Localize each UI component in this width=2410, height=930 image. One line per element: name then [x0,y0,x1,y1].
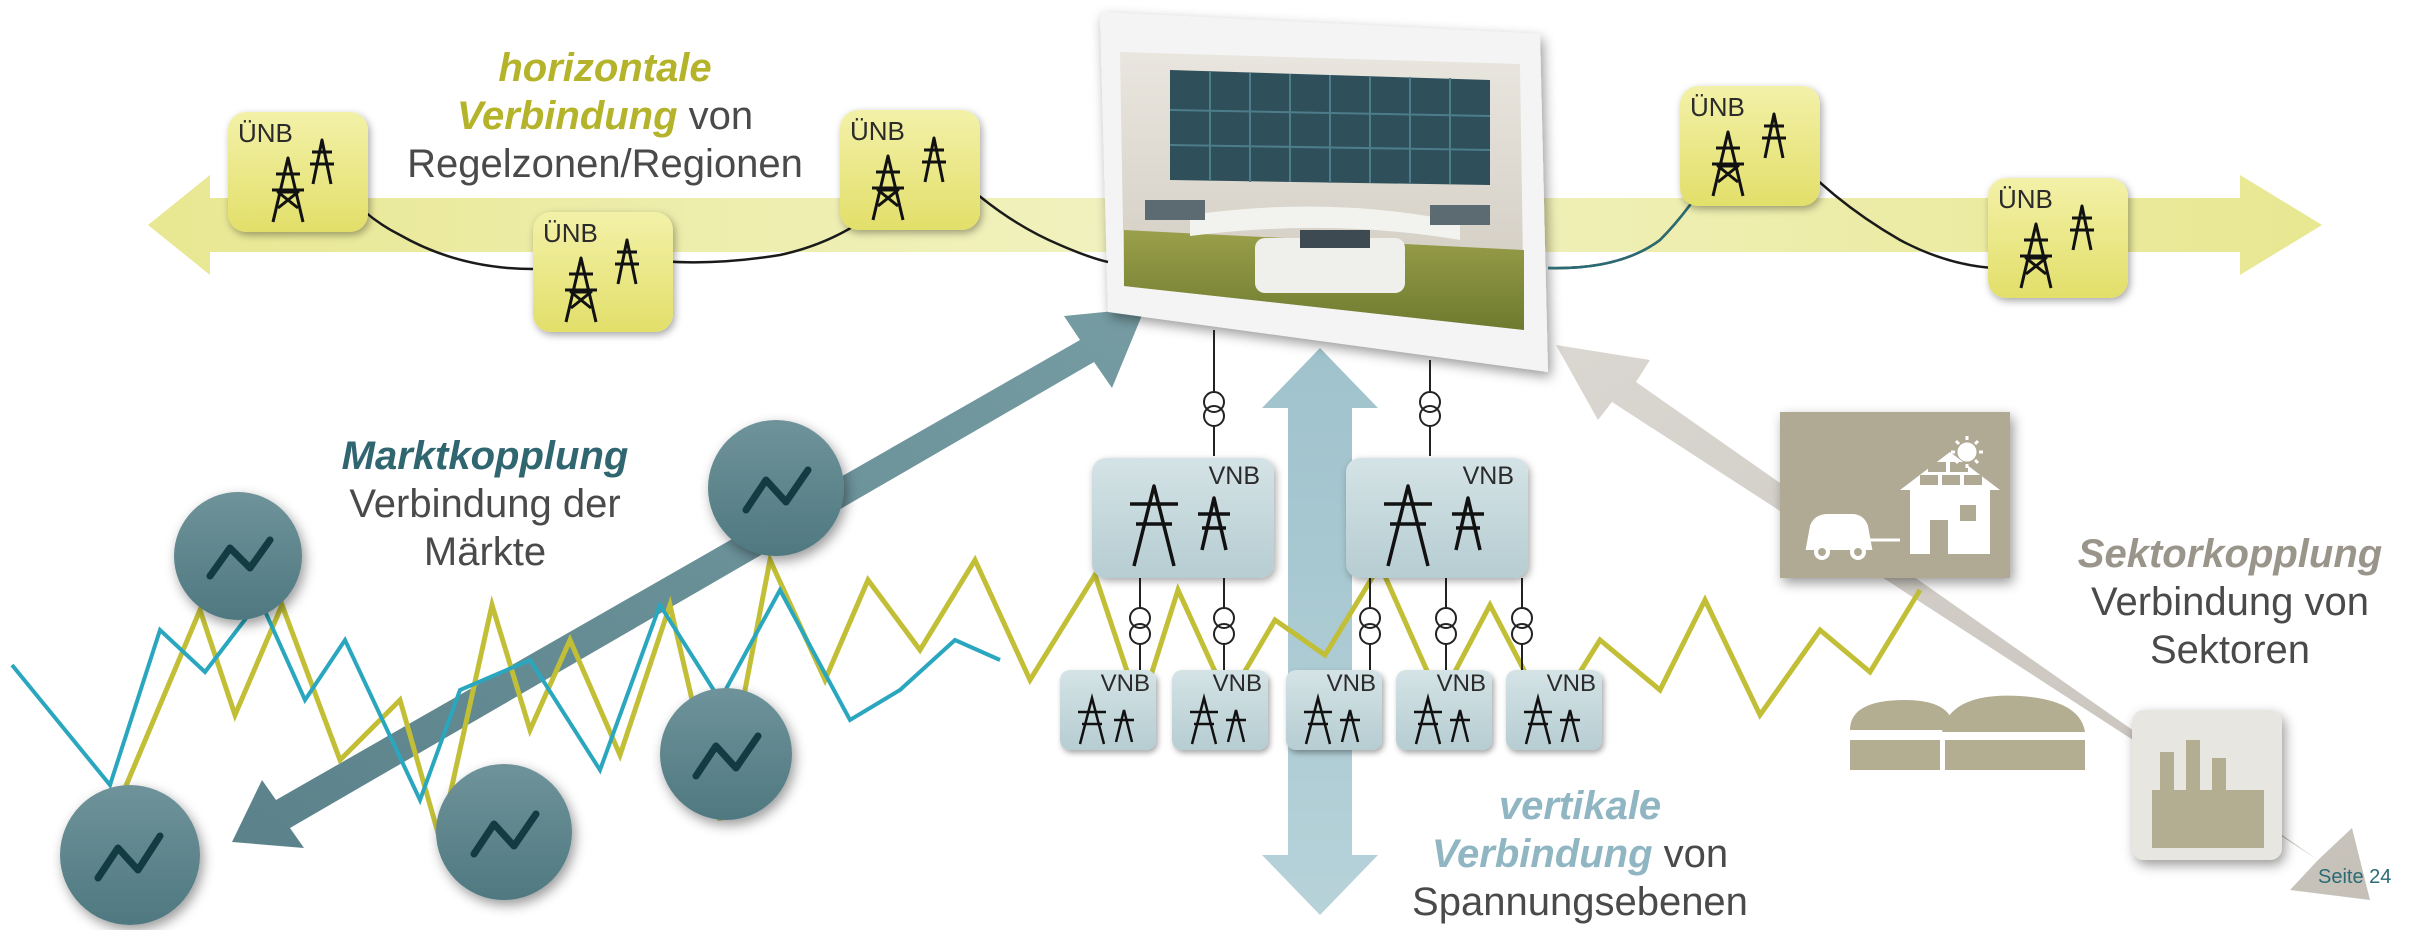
vnb-node: VNB [1092,458,1274,578]
unb-label: ÜNB [850,116,905,146]
vnb-label: VNB [1100,670,1150,697]
vnb-node: VNB [1172,670,1268,750]
transformer-icon [1203,391,1225,427]
unb-node: ÜNB [840,110,980,230]
vnb-label: VNB [1208,462,1260,490]
unb-label: ÜNB [1690,92,1745,122]
sector-caption-line2: Verbindung von [2090,580,2369,624]
market-circles [60,420,844,925]
transmission-tower-icon [871,136,946,221]
vnb-node: VNB [1286,670,1382,750]
market-trend-icon [174,492,302,620]
vertical-caption-line2: Verbindung von [1380,830,1780,878]
vertical-caption-line1: vertikale [1498,784,1662,828]
vnb-label: VNB [1326,670,1376,697]
transmission-tower-icon [2019,204,2094,289]
horizontal-caption-emphasis: Verbindung [456,94,678,138]
horizontal-caption-line3: Regelzonen/Regionen [407,142,803,186]
transmission-tower-icon [1711,112,1786,197]
sector-caption: Sektorkopplung Verbindung von Sektoren [2050,530,2410,674]
market-trend-icon [60,785,200,925]
sector-caption-line3: Sektoren [2149,628,2311,672]
market-caption-line2: Verbindung der [349,482,621,526]
transformer-icon [1511,607,1533,645]
transformer-icon [1213,607,1235,645]
transformer-icon [1419,391,1441,427]
horizontal-caption: horizontale Verbindung von Regelzonen/Re… [370,44,840,188]
vnb-node: VNB [1396,670,1492,750]
transformer-icons [1129,391,1533,645]
market-trend-icon [436,764,572,900]
unb-label: ÜNB [238,118,293,148]
horizontal-caption-line1: horizontale [498,46,712,90]
market-trend-icon [708,420,844,556]
transmission-tower-icon [564,238,639,323]
transmission-tower-icon [1190,693,1246,745]
horizontal-caption-line2-rest: von [677,94,754,138]
market-caption-line3: Märkte [423,530,547,574]
market-caption: Marktkopplung Verbindung der Märkte [315,432,655,576]
unb-node: ÜNB [1988,178,2128,298]
transformer-icon [1129,607,1151,645]
market-price-lines [10,551,1923,841]
horizontal-caption-line2: Verbindung von [370,92,840,140]
transmission-tower-icon [1130,484,1230,567]
sector-caption-title: Sektorkopplung [2077,532,2383,576]
market-arrow [232,308,1145,848]
transmission-tower-icon [1078,693,1134,745]
transmission-tower-icon [1384,484,1484,567]
unb-label: ÜNB [543,218,598,248]
transmission-tower-icon [1414,693,1470,745]
vnb-node: VNB [1060,670,1156,750]
unb-node: ÜNB [533,212,673,332]
unb-label: ÜNB [1998,184,2053,214]
distribution-links [1139,330,1523,670]
biogas-plant-icon [1850,695,2085,770]
vnb-label: VNB [1212,670,1262,697]
unb-node: ÜNB [1680,86,1820,206]
vertical-caption-line3: Spannungsebenen [1412,880,1748,924]
sun-icon [1951,436,1983,468]
vertical-caption-line2-rest: von [1652,832,1729,876]
market-caption-title: Marktkopplung [341,434,629,478]
vnb-label: VNB [1436,670,1486,697]
transmission-tower-icon [1524,693,1580,745]
vnb-node: VNB [1506,670,1602,750]
vnb-label: VNB [1546,670,1596,697]
unb-node: ÜNB [228,112,368,232]
factory-icon [2132,710,2282,860]
page-number: Seite 24 [2318,866,2392,888]
transformer-icon [1359,607,1381,645]
control-room-photo [1100,12,1548,372]
market-trend-icon [660,688,792,820]
vnb-label: VNB [1462,462,1514,490]
solar-panel-icon [1920,462,1982,485]
vertical-caption: vertikale Verbindung von Spannungsebenen [1380,782,1780,926]
transmission-tower-icon [1304,693,1360,745]
electric-car-icon [1805,514,1873,560]
transmission-tower-icon [271,138,334,223]
vertical-caption-emphasis: Verbindung [1431,832,1653,876]
transformer-icon [1435,607,1457,645]
sector-pictograms [1780,412,2282,860]
vnb-node: VNB [1346,458,1528,578]
